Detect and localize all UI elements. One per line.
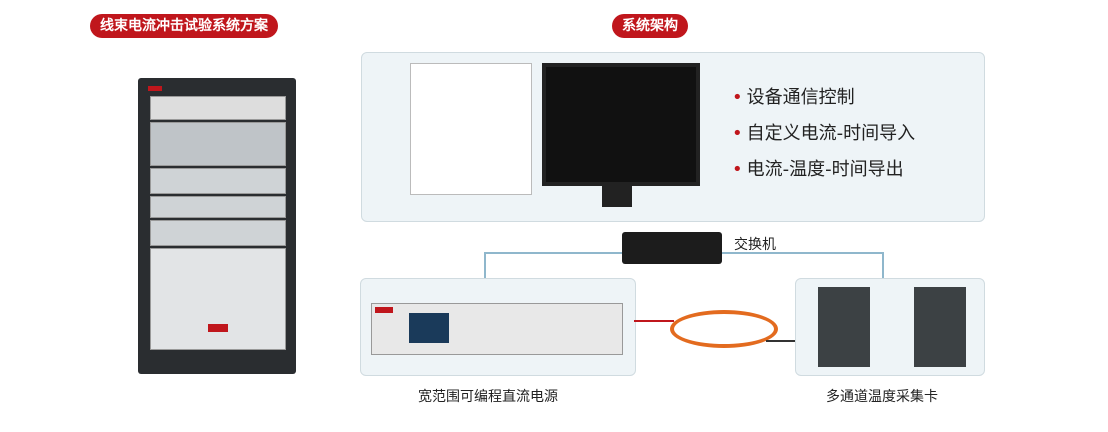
feature-item: •设备通信控制 (732, 87, 855, 108)
daq-label: 多通道温度采集卡 (826, 389, 938, 405)
feature-item: •自定义电流-时间导入 (732, 123, 916, 144)
pc-panel: •设备通信控制 •自定义电流-时间导入 •电流-温度-时间导出 (361, 52, 985, 222)
left-title-badge: 线束电流冲击试验系统方案 (90, 14, 278, 38)
power-supply-panel (360, 278, 636, 376)
monitor-image (542, 63, 700, 186)
right-title-badge: 系统架构 (612, 14, 688, 38)
switch-image (622, 232, 722, 264)
daq-panel (795, 278, 985, 376)
feature-item: •电流-温度-时间导出 (732, 159, 904, 180)
software-screenshot (410, 63, 532, 195)
power-supply-label: 宽范围可编程直流电源 (418, 389, 558, 405)
test-cabinet-image (138, 78, 296, 374)
switch-label: 交换机 (734, 237, 776, 253)
cable-image (670, 310, 778, 348)
